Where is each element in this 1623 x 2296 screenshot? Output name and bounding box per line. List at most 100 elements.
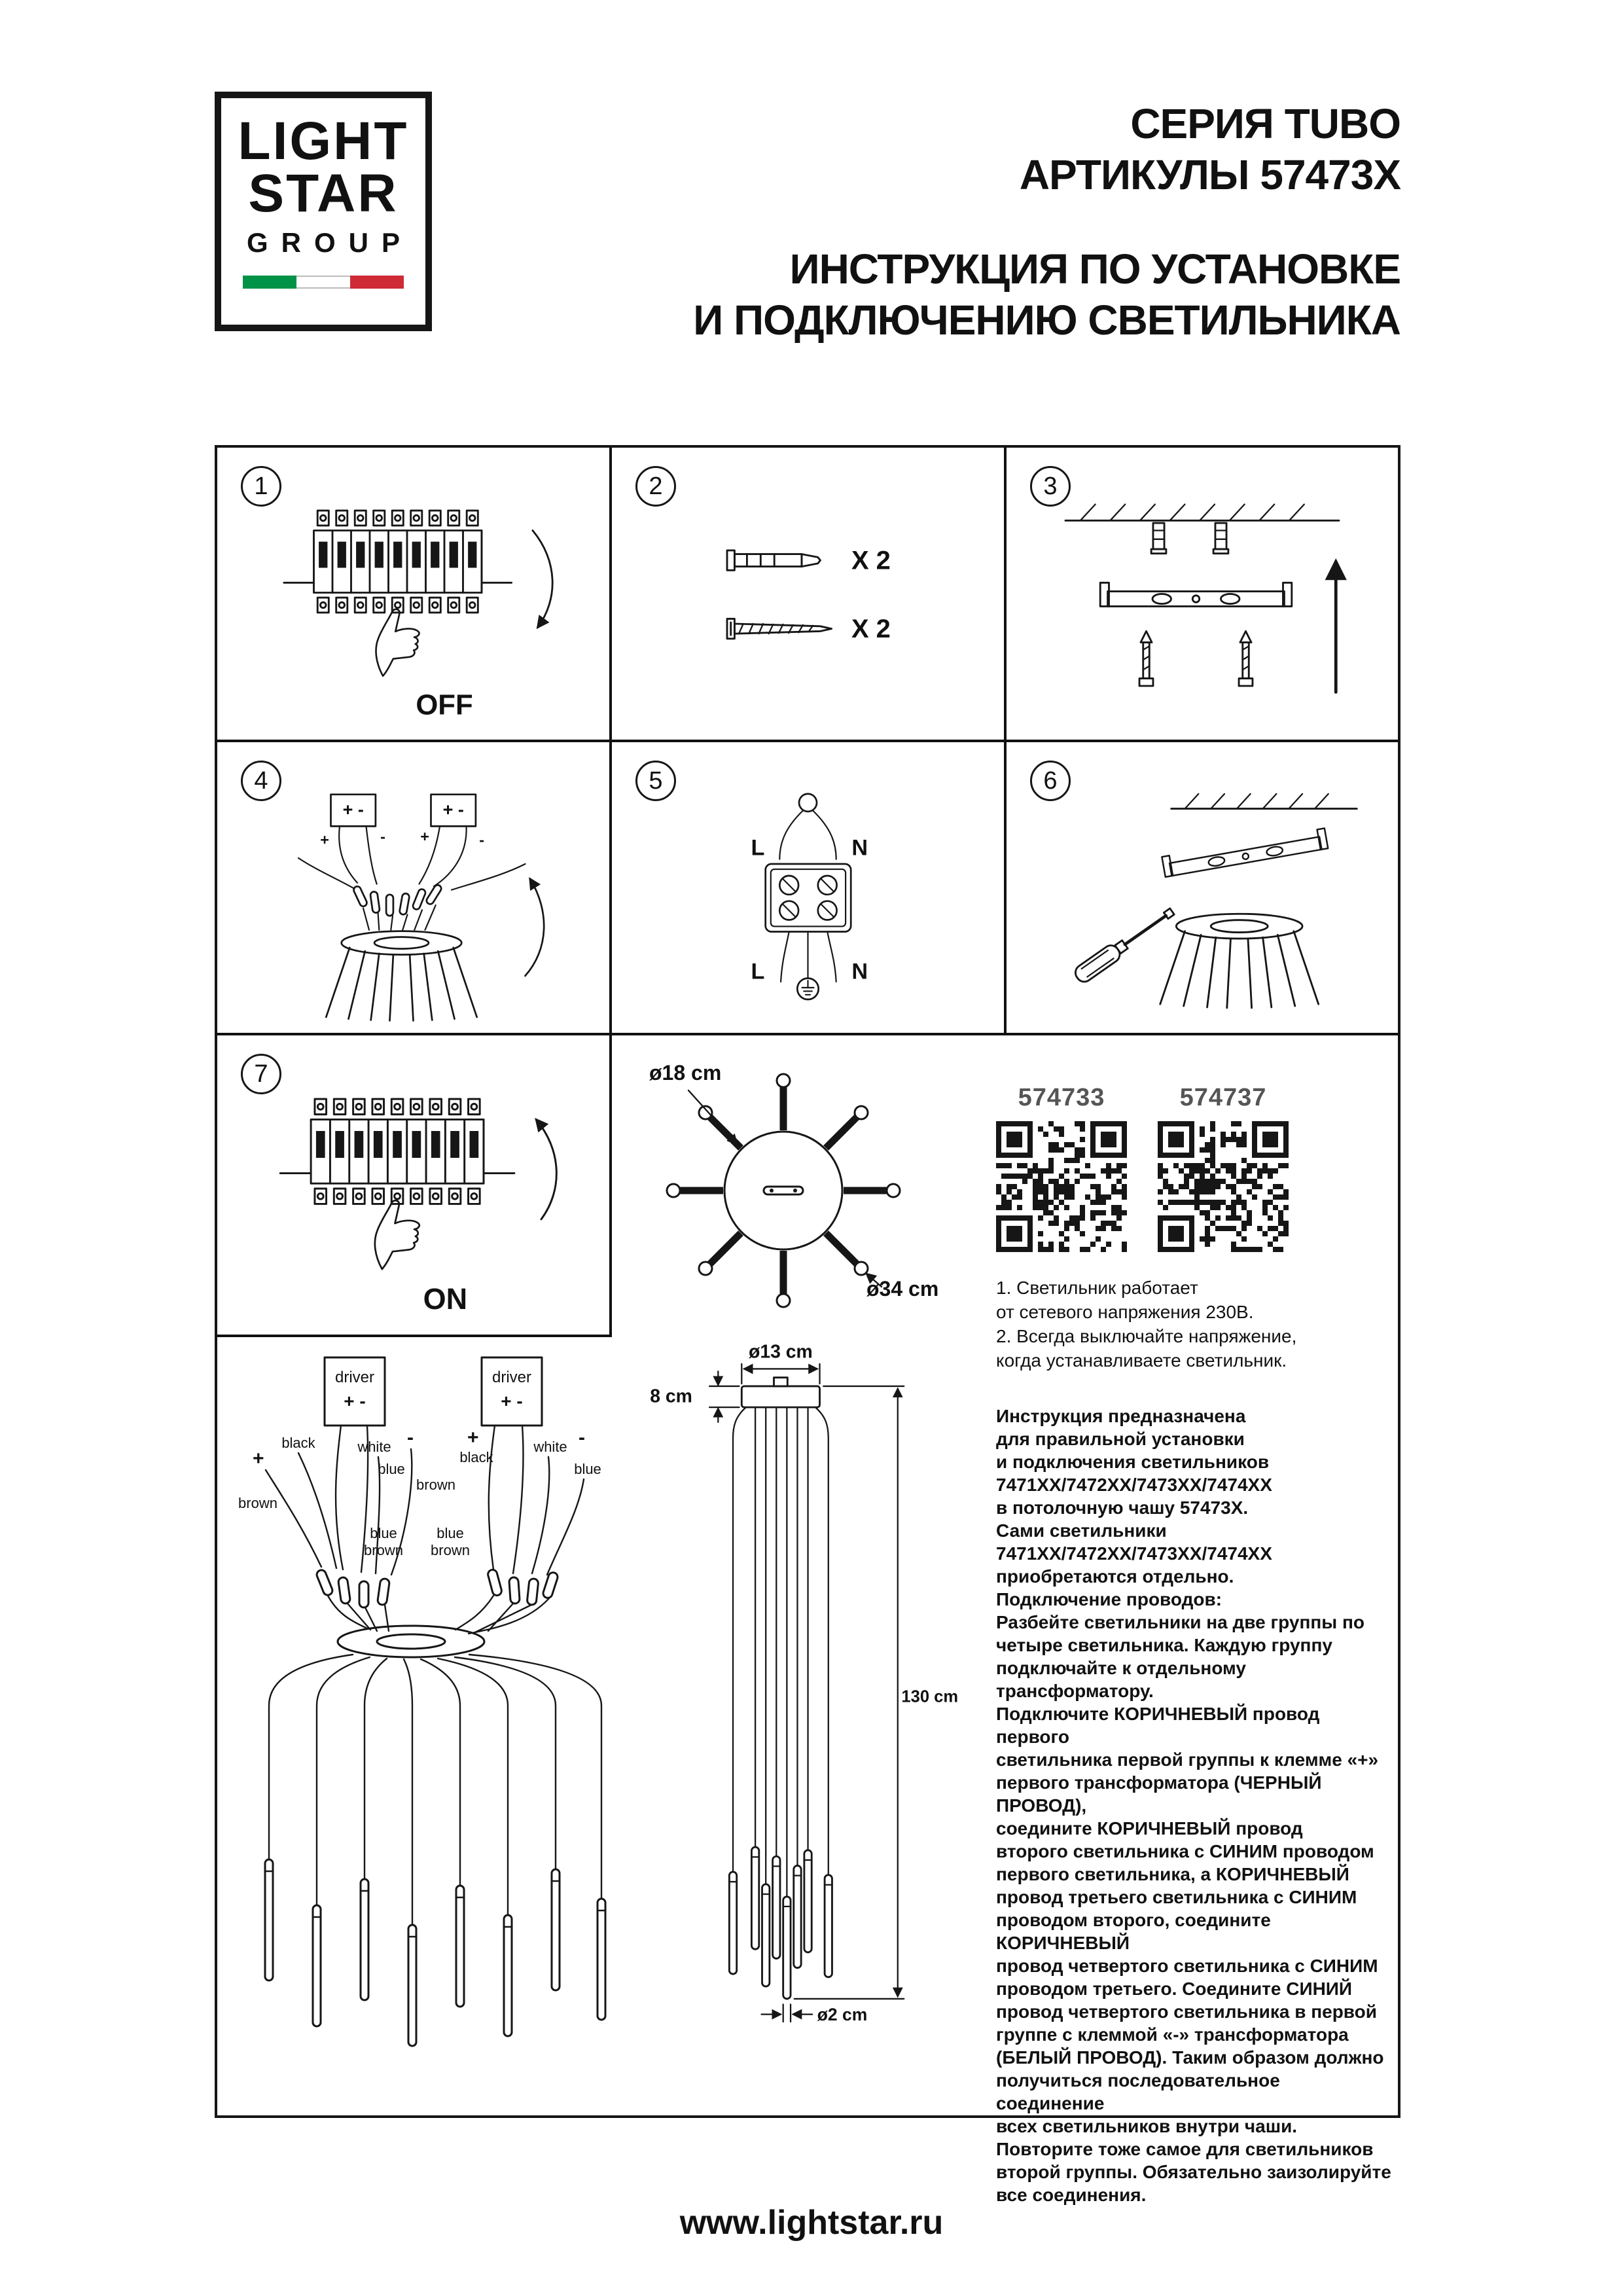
steps-grid: 1 OFF 2 <box>215 445 1400 2205</box>
neutral-label: N <box>851 960 868 984</box>
wire-color-label: blue <box>370 1525 397 1541</box>
series-title: СЕРИЯ TUBO <box>1130 100 1401 147</box>
canopy-top-view: ø18 cm ø34 cm <box>623 1050 950 1344</box>
plus-sign: + <box>320 831 329 848</box>
ceiling-mounting-drawing <box>1064 503 1347 694</box>
wire-color-label: brown <box>431 1542 470 1558</box>
driver2-pm: + - <box>443 800 464 819</box>
safety-notes: 1. Светильник работает от сетевого напря… <box>996 1278 1297 1371</box>
minus-sign: - <box>579 1427 585 1448</box>
mounting-bracket-icon <box>1099 581 1293 607</box>
wire-color-label: white <box>357 1439 391 1455</box>
wire-connectors <box>353 884 442 917</box>
step-3-number: 3 <box>1030 466 1071 507</box>
terminal-screws <box>778 874 838 921</box>
minus-sign: - <box>479 831 484 848</box>
step-4-number: 4 <box>241 761 281 801</box>
step-1-cell: 1 OFF <box>217 448 612 742</box>
step-7-number: 7 <box>241 1054 281 1094</box>
articles-title: АРТИКУЛЫ 57473X <box>1019 151 1401 199</box>
step-3-cell: 3 <box>1007 448 1398 742</box>
tube-lamps <box>264 1858 607 2047</box>
terminal-block <box>764 863 852 933</box>
driver1-pm: + - <box>343 800 364 819</box>
italian-flag-icon <box>243 275 404 289</box>
driver-box <box>323 1356 386 1427</box>
driver1-label: driver <box>335 1369 374 1386</box>
off-label: OFF <box>416 689 473 721</box>
screw-vertical <box>1238 630 1254 687</box>
driver2-label: driver <box>492 1369 531 1386</box>
wire-color-label: blue <box>437 1525 464 1541</box>
qr-label: 574737 <box>1179 1084 1267 1111</box>
minus-sign: - <box>380 828 385 845</box>
driver-box <box>430 793 477 827</box>
installation-instructions-text: Инструкция предназначена для правильной … <box>996 1406 1391 2205</box>
tube-lamps <box>728 1846 833 2000</box>
lightstar-logo: LIGHT STAR GROUP <box>215 92 432 331</box>
doc-title-line1: ИНСТРУКЦИЯ ПО УСТАНОВКЕ <box>789 245 1401 293</box>
power-on-drawing: ON <box>225 1075 558 1316</box>
wire-color-label: white <box>533 1439 567 1455</box>
dowel-icon <box>726 549 821 571</box>
rotate-arrow <box>524 877 545 977</box>
driver-box <box>480 1356 543 1427</box>
step-1-number: 1 <box>241 466 281 507</box>
wire-color-label: black <box>459 1449 493 1465</box>
bracket-fixing-drawing <box>1075 793 1358 1009</box>
line-label: L <box>751 836 765 861</box>
on-label: ON <box>423 1282 467 1316</box>
step-6-number: 6 <box>1030 761 1071 801</box>
dowel-qty: X 2 <box>851 546 891 575</box>
qr-code-icon <box>996 1121 1127 1252</box>
step-7-cell: 7 ON <box>217 1035 612 1337</box>
minus-sign: - <box>407 1427 414 1448</box>
canopy-height-label: 8 cm <box>650 1386 692 1407</box>
qr-block-574733: 574733 <box>996 1084 1127 1255</box>
neutral-label: N <box>851 836 868 861</box>
wire-connectors <box>315 1568 559 1609</box>
ground-icon <box>796 977 820 1001</box>
mounting-bracket-icon <box>1161 827 1329 878</box>
inner-diameter-label: ø18 cm <box>649 1061 721 1085</box>
canopy <box>740 1385 821 1408</box>
outer-diameter-label: ø34 cm <box>866 1277 938 1300</box>
doc-title-line2: И ПОДКЛЮЧЕНИЮ СВЕТИЛЬНИКА <box>693 296 1401 344</box>
step-5-number: 5 <box>635 761 676 801</box>
step-2-cell: 2 X 2 <box>612 448 1007 742</box>
screwdriver-icon <box>1075 907 1175 983</box>
qr-block-574737: 574737 <box>1158 1084 1289 1255</box>
wiring-to-drivers-drawing: + - + - + - + - <box>297 793 545 1022</box>
logo-star: STAR <box>248 164 399 224</box>
canopy-diameter-label: ø13 cm <box>749 1341 813 1362</box>
dowel-in-ceiling <box>1150 522 1168 555</box>
canopy-with-rods-icon <box>1159 912 1320 1009</box>
power-off-drawing: OFF <box>225 487 554 721</box>
terminal-block-drawing: L N L N <box>751 793 868 1001</box>
plus-sign: + <box>420 828 429 845</box>
canopy-top-view-drawing: ø18 cm ø34 cm <box>649 1061 938 1308</box>
group-wiring-diagram: driver + - driver + - + brown black whit… <box>238 1356 607 2047</box>
qr-label: 574733 <box>1018 1084 1105 1111</box>
screw-vertical <box>1138 630 1154 687</box>
screw-qty: X 2 <box>851 615 891 643</box>
driver-box <box>330 793 377 827</box>
plus-sign: + <box>253 1448 264 1469</box>
qr-code-icon <box>1158 1121 1289 1252</box>
tube-diameter-label: ø2 cm <box>817 2005 868 2024</box>
step-4-cell: 4 + - + - + - + - <box>217 742 612 1035</box>
logo-group: GROUP <box>246 226 413 258</box>
screw-icon <box>726 617 833 640</box>
wire-color-label: brown <box>238 1495 277 1511</box>
dowel-in-ceiling <box>1212 522 1230 555</box>
driver2-pm: + - <box>501 1391 522 1411</box>
wire-color-label: brown <box>416 1477 455 1493</box>
plus-sign: + <box>467 1427 479 1448</box>
canopy <box>336 1624 486 1659</box>
total-length-label: 130 cm <box>901 1688 958 1706</box>
logo-light: LIGHT <box>238 111 409 171</box>
step-2-number: 2 <box>635 466 676 507</box>
website-url: www.lightstar.ru <box>679 2204 944 2242</box>
wire-color-label: brown <box>364 1542 403 1558</box>
